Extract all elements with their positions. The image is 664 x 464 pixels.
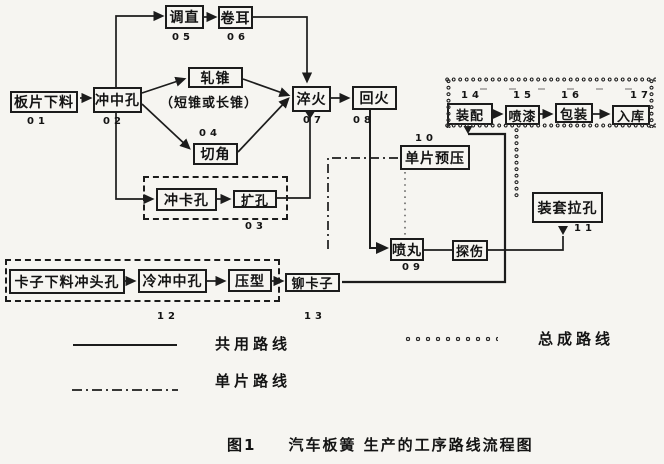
edge-singleleaf-route (327, 157, 398, 252)
code-temper: 08 (353, 115, 375, 126)
roll-taper-note: （短锥或长锥） (159, 96, 258, 111)
node-blanking: 板片下料 (10, 91, 78, 113)
edge-rolleye-quench (253, 16, 313, 84)
code-pack: 16 (561, 90, 583, 101)
edge-flawdetect-bushbroach (488, 236, 564, 251)
node-temper: 回火 (352, 86, 397, 110)
code-roll-eye: 06 (227, 32, 249, 43)
edge-punchcenter-rolltaper (141, 76, 187, 94)
code-warehouse: 17 (630, 90, 652, 101)
node-straighten: 调直 (165, 5, 204, 29)
node-shot-peen: 喷丸 (390, 238, 424, 261)
edge-punchcenter-cutcorner (141, 103, 191, 150)
node-punch-clip-hole: 冲卡孔 (156, 188, 217, 211)
node-roll-taper: 轧锥 (188, 67, 243, 88)
code-paint: 15 (513, 90, 535, 101)
code-punch-center: 02 (103, 116, 125, 127)
node-rivet-clip: 铆卡子 (285, 273, 340, 292)
code-bush-broach: 11 (574, 223, 596, 234)
edge-expandhole-quench (277, 113, 311, 199)
assembly-border-top (444, 76, 656, 83)
node-roll-eye: 卷耳 (218, 6, 253, 29)
legend-label-common-route: 共用路线 (215, 335, 292, 353)
code-straighten: 05 (172, 32, 194, 43)
node-quench: 淬火 (292, 86, 331, 112)
figure-caption-text: 汽车板簧 生产的工序路线流程图 (288, 436, 534, 454)
edge-rolltaper-quench (242, 78, 291, 97)
node-cut-corner: 切角 (193, 143, 238, 165)
edge-punchcenter-punchcliphole (115, 113, 155, 205)
edge-temper-shotpeen (369, 110, 389, 254)
assembly-border-bottom (444, 122, 656, 129)
legend-label-single-route: 单片路线 (215, 372, 292, 390)
node-clip-blanking: 卡子下料冲头孔 (9, 269, 125, 294)
figure-caption-number: 图1 (227, 436, 257, 454)
edge-punchcenter-straighten (115, 10, 165, 87)
code-roll-taper: 04 (199, 128, 221, 139)
code-clip-hole-group: 03 (245, 221, 267, 232)
code-single-preload: 10 (415, 133, 437, 144)
arrowhead-into-quench-bottom (305, 112, 315, 119)
node-pack: 包装 (555, 103, 593, 123)
code-assemble: 14 (461, 90, 483, 101)
node-expand-hole: 扩孔 (233, 190, 277, 209)
assembly-border-left (445, 78, 452, 128)
node-bush-broach: 装套拉孔 (532, 192, 603, 223)
legend-line-assembly (404, 335, 498, 343)
node-cold-punch: 冷冲中孔 (138, 269, 207, 293)
legend-label-assembly-route: 总成路线 (538, 330, 615, 348)
node-single-leaf-preload: 单片预压 (400, 145, 470, 170)
edge-assemble-rivetclip-trunk (342, 132, 507, 284)
code-clip-line-group: 12 (157, 311, 179, 322)
assembly-border-right (648, 78, 655, 128)
code-blanking: 01 (27, 116, 49, 127)
code-rivet-clip: 13 (304, 311, 326, 322)
node-press-form: 压型 (228, 269, 272, 292)
arrowhead-below-bushbroach (558, 226, 568, 235)
node-punch-center-hole: 冲中孔 (93, 87, 142, 113)
figure-caption: 图1 汽车板簧 生产的工序路线流程图 (227, 434, 534, 455)
assembly-route-paint-bushbroach (513, 127, 520, 199)
code-shot-peen: 09 (402, 262, 424, 273)
edge-cutcorner-quench (237, 97, 290, 153)
code-quench: 07 (303, 115, 325, 126)
node-flaw-detect: 探伤 (452, 240, 488, 261)
